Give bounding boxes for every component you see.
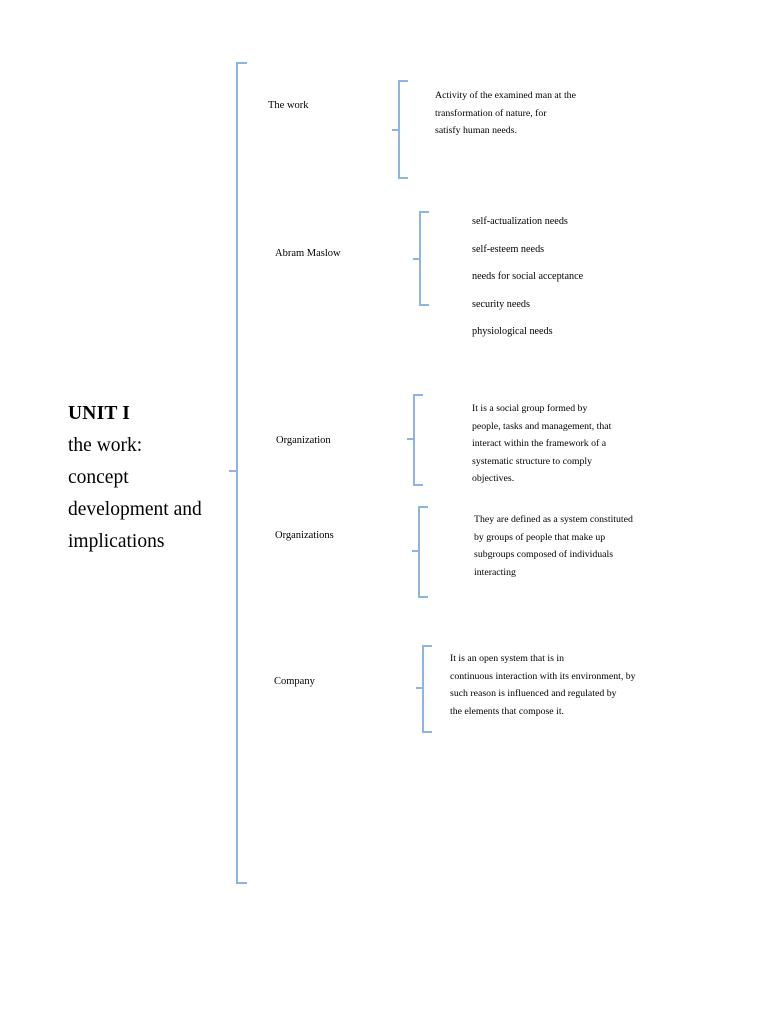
branch-bracket-cap-top <box>413 394 423 396</box>
branch-bracket-company <box>416 645 433 733</box>
body-line: transformation of nature, for <box>435 107 547 119</box>
main-bracket-spine <box>236 62 238 884</box>
branch-label-the-work: The work <box>268 100 309 111</box>
branch-label-abram-maslow: Abram Maslow <box>275 248 341 259</box>
branch-label-company: Company <box>274 676 315 687</box>
list-item: security needs <box>472 298 530 310</box>
title-line-the-work: the work: <box>68 435 143 456</box>
body-line: It is an open system that is in <box>450 653 565 664</box>
branch-bracket-cap-top <box>398 80 408 82</box>
body-line: people, tasks and management, that <box>472 420 612 432</box>
branch-body-company: It is an open system that is in continuo… <box>450 650 636 720</box>
title-line-development: development and <box>68 499 202 520</box>
main-bracket <box>229 62 248 884</box>
body-line: subgroups composed of individuals <box>474 549 614 561</box>
branch-bracket-spine <box>418 506 420 598</box>
branch-bracket-cap-bottom <box>422 731 432 733</box>
branch-bracket-cap-top <box>418 506 428 508</box>
branch-bracket-tick <box>407 438 414 440</box>
title-line-concept: concept <box>68 467 129 488</box>
body-line: objectives. <box>472 473 515 485</box>
branch-bracket-spine <box>413 394 415 486</box>
body-line: interact within the framework of a <box>472 438 607 450</box>
list-item: self-esteem needs <box>472 243 545 255</box>
body-line: such reason is influenced and regulated … <box>450 688 617 700</box>
body-line: It is a social group formed by <box>472 403 588 414</box>
branch-bracket-spine <box>422 645 424 733</box>
list-item: self-actualization needs <box>472 216 568 227</box>
branch-bracket-tick <box>392 129 399 131</box>
branch-bracket-cap-bottom <box>398 177 408 179</box>
branch-bracket-cap-bottom <box>418 596 428 598</box>
page-title: UNIT I the work: concept development and… <box>68 398 248 558</box>
main-bracket-cap-bottom <box>236 882 247 884</box>
branch-bracket-the-work <box>392 80 409 179</box>
branch-label-organization: Organization <box>276 435 331 446</box>
main-bracket-cap-top <box>236 62 247 64</box>
branch-bracket-cap-top <box>419 211 429 213</box>
main-bracket-tick <box>229 470 237 472</box>
branch-bracket-organizations <box>412 506 429 598</box>
branch-body-the-work: Activity of the examined man at the tran… <box>435 87 576 140</box>
branch-bracket-tick <box>412 550 419 552</box>
branch-bracket-cap-top <box>422 645 432 647</box>
body-line: interacting <box>474 566 516 578</box>
list-item: physiological needs <box>472 326 553 337</box>
branch-bracket-organization <box>407 394 424 486</box>
branch-bracket-tick <box>413 258 420 260</box>
branch-label-organizations: Organizations <box>275 530 334 541</box>
body-line: Activity of the examined man at the <box>435 90 576 101</box>
branch-bracket-cap-bottom <box>419 304 429 306</box>
body-line: continuous interaction with its environm… <box>450 670 636 682</box>
body-line: by groups of people that make up <box>474 531 606 543</box>
branch-bracket-cap-bottom <box>413 484 423 486</box>
body-line: satisfy human needs. <box>435 125 517 137</box>
body-line: They are defined as a system constituted <box>474 514 633 525</box>
title-line-unit: UNIT I <box>68 403 131 424</box>
branch-bracket-tick <box>416 687 423 689</box>
branch-body-organizations: They are defined as a system constituted… <box>474 511 633 581</box>
body-line: systematic structure to comply <box>472 455 592 467</box>
branch-bracket-abram-maslow <box>413 211 430 306</box>
title-line-implications: implications <box>68 531 165 552</box>
body-line: the elements that compose it. <box>450 705 564 717</box>
list-item: needs for social acceptance <box>472 271 584 282</box>
maslow-needs-list: self-actualization needs self-esteem nee… <box>472 208 583 346</box>
branch-body-organization: It is a social group formed by people, t… <box>472 400 611 488</box>
